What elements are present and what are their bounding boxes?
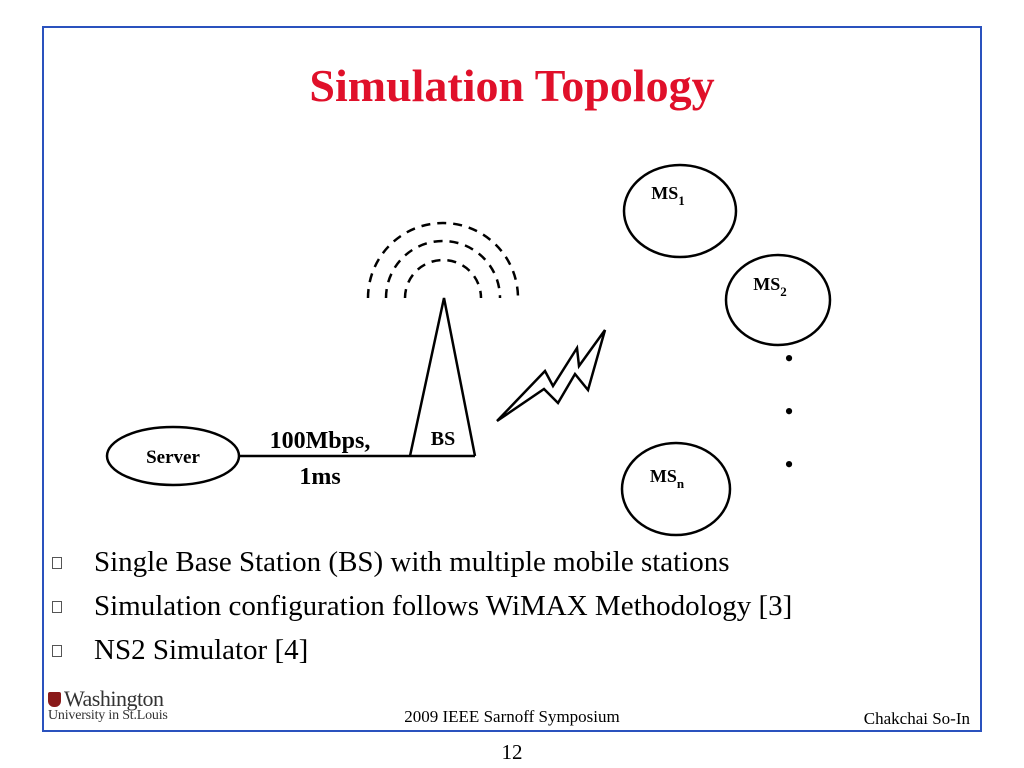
footer-event: 2009 IEEE Sarnoff Symposium bbox=[404, 707, 620, 726]
bullet-list: Single Base Station (BS) with multiple m… bbox=[50, 540, 792, 672]
bullet-item: Single Base Station (BS) with multiple m… bbox=[50, 540, 792, 584]
footer-author: Chakchai So-In bbox=[863, 709, 970, 728]
ms1-label: MS1 bbox=[651, 183, 685, 208]
bullet-item: NS2 Simulator [4] bbox=[50, 628, 792, 672]
slide-frame bbox=[42, 26, 982, 732]
bullet-text: Single Base Station (BS) with multiple m… bbox=[94, 546, 730, 578]
bullet-text: NS2 Simulator [4] bbox=[94, 634, 309, 666]
bullet-text: Simulation configuration follows WiMAX M… bbox=[94, 590, 793, 622]
link-label-delay: 1ms bbox=[299, 464, 340, 490]
mobile-station-n bbox=[620, 441, 732, 537]
ms2-label: MS2 bbox=[753, 274, 787, 299]
msn-label: MSn bbox=[650, 466, 685, 491]
mobile-station-2 bbox=[724, 253, 832, 347]
bullet-icon bbox=[52, 601, 62, 613]
logo-name: Washington bbox=[64, 686, 164, 711]
page-number: 12 bbox=[501, 740, 523, 764]
ellipsis-dot-1: • bbox=[784, 344, 793, 373]
server-label: Server bbox=[146, 447, 200, 468]
mobile-station-1 bbox=[622, 163, 738, 259]
bullet-icon bbox=[52, 645, 62, 657]
shield-icon bbox=[48, 692, 61, 707]
ellipsis-dot-3: • bbox=[784, 450, 793, 479]
slide-title: Simulation Topology bbox=[309, 60, 715, 111]
university-logo: Washington University in St.Louis bbox=[46, 686, 196, 729]
bs-label: BS bbox=[431, 428, 455, 450]
bullet-icon bbox=[52, 557, 62, 569]
bs-tower bbox=[408, 297, 477, 457]
wireless-link-lightning-icon bbox=[496, 329, 607, 423]
bullet-item: Simulation configuration follows WiMAX M… bbox=[50, 584, 792, 628]
link-label-bandwidth: 100Mbps, bbox=[270, 428, 371, 454]
radio-wave-icon bbox=[366, 221, 520, 299]
logo-subtitle: University in St.Louis bbox=[48, 708, 168, 723]
ellipsis-dot-2: • bbox=[784, 397, 793, 426]
